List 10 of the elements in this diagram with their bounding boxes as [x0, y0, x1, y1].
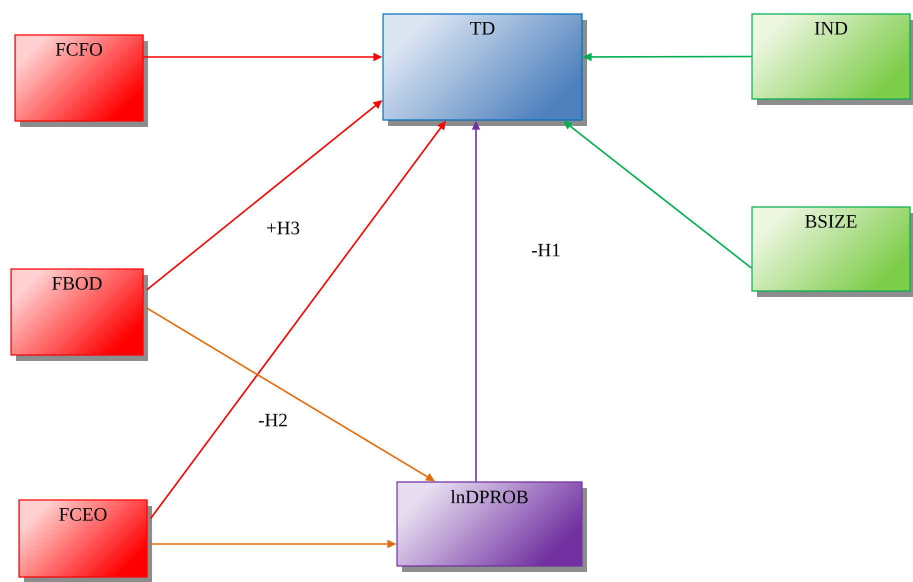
box: FCFO [14, 34, 148, 127]
box: lnDPROB [396, 481, 587, 572]
box: FBOD [10, 268, 148, 361]
box: BSIZE [751, 206, 913, 297]
box: TD [382, 13, 587, 126]
edge-label: +H3 [265, 220, 301, 236]
box: IND [751, 13, 913, 105]
edge-label: -H1 [530, 242, 562, 258]
box: FCEO [18, 499, 152, 582]
edge-label: -H2 [257, 412, 289, 428]
